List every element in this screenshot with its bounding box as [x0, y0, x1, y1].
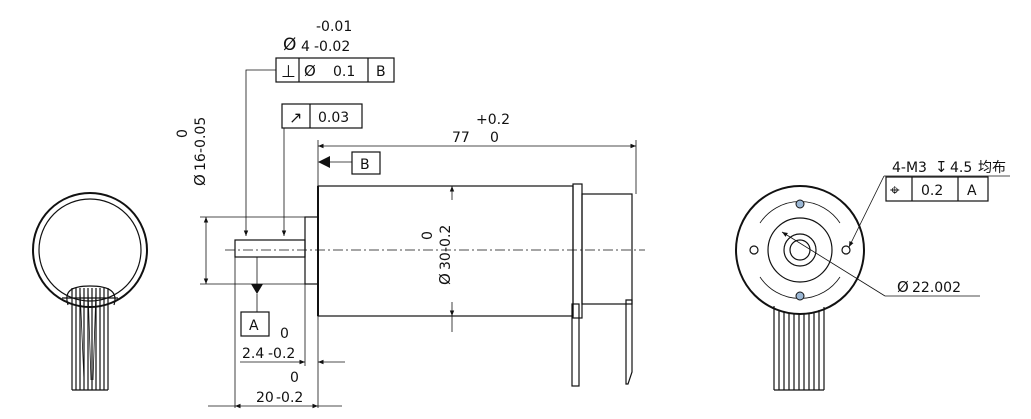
boss-len-tol-lower: -0.2: [268, 346, 295, 362]
side-view: 77 0 +0.2 B Ø 16 -0.05 0 Ø 30 -0.2 0 Ø 4: [175, 19, 645, 409]
datum-a-label: A: [249, 318, 259, 334]
body-dia-symbol: Ø: [436, 273, 454, 285]
length-tol-lower: 0: [490, 130, 499, 146]
shaft-dia-tol-upper: -0.01: [316, 19, 352, 35]
perpendicularity-icon: ⊥: [281, 62, 296, 82]
position-frame: ⌖ 0.2 A: [885, 176, 989, 202]
end-flange: [572, 183, 583, 319]
rear-ring-inner: [38, 198, 142, 302]
rear-end-view: [32, 192, 148, 391]
depth-icon: ↧: [935, 158, 948, 176]
rear-cable-bundle: [71, 288, 109, 391]
holes-callout: 4-M3: [892, 160, 927, 176]
boss-dia-tol-upper: 0: [175, 129, 191, 138]
shaft-circle: [789, 239, 811, 261]
datum-b-triangle: [318, 156, 330, 168]
position-icon: ⌖: [890, 181, 900, 201]
shaft-dia-symbol: Ø: [283, 35, 296, 55]
boss-len-tol-upper: 0: [280, 326, 289, 342]
shaft-len-tol-upper: 0: [290, 370, 299, 386]
boss-dia-nominal: 16: [193, 153, 209, 171]
datum-a-triangle: [251, 284, 263, 294]
perp-leader: [243, 69, 276, 236]
pcd-dia-symbol: Ø: [897, 278, 909, 296]
datum-a-box: [240, 311, 270, 337]
body-dia-nominal: 30: [438, 252, 454, 270]
distribution-note: 均布: [978, 160, 1006, 176]
boss-len-nominal: 2.4: [242, 346, 264, 362]
pcd-value: 22.002: [912, 280, 961, 296]
boss-dia-symbol: Ø: [191, 174, 209, 186]
shaft-len-nominal: 20: [256, 390, 274, 406]
perpendicularity-frame: ⊥ Ø 0.1 B: [275, 57, 395, 83]
terminal-right: [625, 299, 633, 385]
shaft-len-tol-lower: -0.2: [276, 390, 303, 406]
circular-runout-icon: ↗: [289, 108, 302, 127]
perp-value: 0.1: [333, 64, 355, 80]
shaft: [234, 239, 306, 258]
boss: [304, 216, 319, 285]
rear-ring-outer: [32, 192, 148, 308]
shaft-dia-tol-lower: -0.02: [314, 39, 350, 55]
front-cable-bundle: [773, 306, 825, 391]
runout-frame: ↗ 0.03: [281, 103, 363, 129]
body-dia-tol-lower: -0.2: [438, 225, 454, 252]
end-cap: [581, 193, 633, 305]
mounting-hole-left: [749, 245, 759, 255]
cable-clamp: [66, 285, 116, 306]
shaft-dia-nominal: 4: [301, 39, 310, 55]
pcd-leader: [781, 231, 886, 297]
front-view: Ø 22.002 4-M3 ↧ 4.5 均布 ⌖ 0.2 A: [735, 158, 1010, 391]
datum-b-label: B: [360, 157, 370, 173]
datum-b-box: [351, 151, 381, 175]
mounting-hole-bottom: [795, 291, 805, 301]
shaft-circle-outer: [783, 233, 817, 267]
length-tol-upper: +0.2: [476, 112, 510, 128]
terminal-left: [571, 303, 580, 387]
holes-leader: [848, 175, 885, 248]
body-dia-tol-upper: 0: [420, 231, 436, 240]
perp-dia-symbol: Ø: [304, 62, 316, 80]
front-outer-circle: [735, 185, 865, 315]
runout-value: 0.03: [318, 110, 349, 126]
position-value: 0.2: [921, 183, 943, 199]
boss-dia-tol-lower: -0.05: [193, 117, 209, 153]
boss-circle: [767, 217, 833, 283]
depth-value: 4.5: [950, 160, 972, 176]
length-nominal: 77: [452, 130, 470, 146]
mounting-hole-top: [795, 199, 805, 209]
mounting-hole-right: [841, 245, 851, 255]
position-datum: A: [967, 183, 977, 199]
perp-datum: B: [376, 64, 386, 80]
